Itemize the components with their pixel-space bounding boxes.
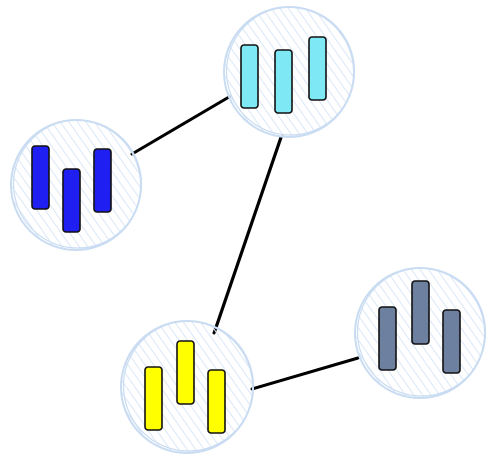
yellow-bars-node [120,320,255,454]
edge-blue-cyan [130,95,231,156]
node-circle-sketch-outline [356,267,487,397]
edge-stroke [212,135,283,335]
icon-bar [442,309,461,374]
bar-chart-icon [378,280,461,374]
icon-bar [31,145,50,210]
icon-bar [62,168,81,233]
icon-bar [144,366,163,431]
icon-bar [274,49,293,114]
cyan-bars-node [223,6,356,138]
node-circle-sketch-outline [225,6,356,136]
blue-bars-node [10,119,143,251]
icon-bar [411,280,430,345]
node-circle-sketch-outline [12,119,143,249]
nodes-layer [10,6,487,454]
edge-cyan-yellow [212,135,284,335]
bar-chart-icon [240,36,327,114]
node-circle-sketch-outline [122,320,255,452]
bar-chart-icon [144,340,226,434]
icon-bar [378,306,397,371]
edge-stroke [252,356,361,390]
icon-bar [207,369,226,434]
slate-bars-node [354,267,487,399]
icon-bar [176,340,195,405]
edge-stroke [132,95,231,154]
edges-layer [130,95,361,391]
icon-bar [308,36,327,101]
edge-yellow-slate [250,356,361,391]
icon-bar [93,148,112,213]
bar-chart-icon [31,145,112,233]
icon-bar [240,44,259,109]
edge-stroke [214,135,284,334]
